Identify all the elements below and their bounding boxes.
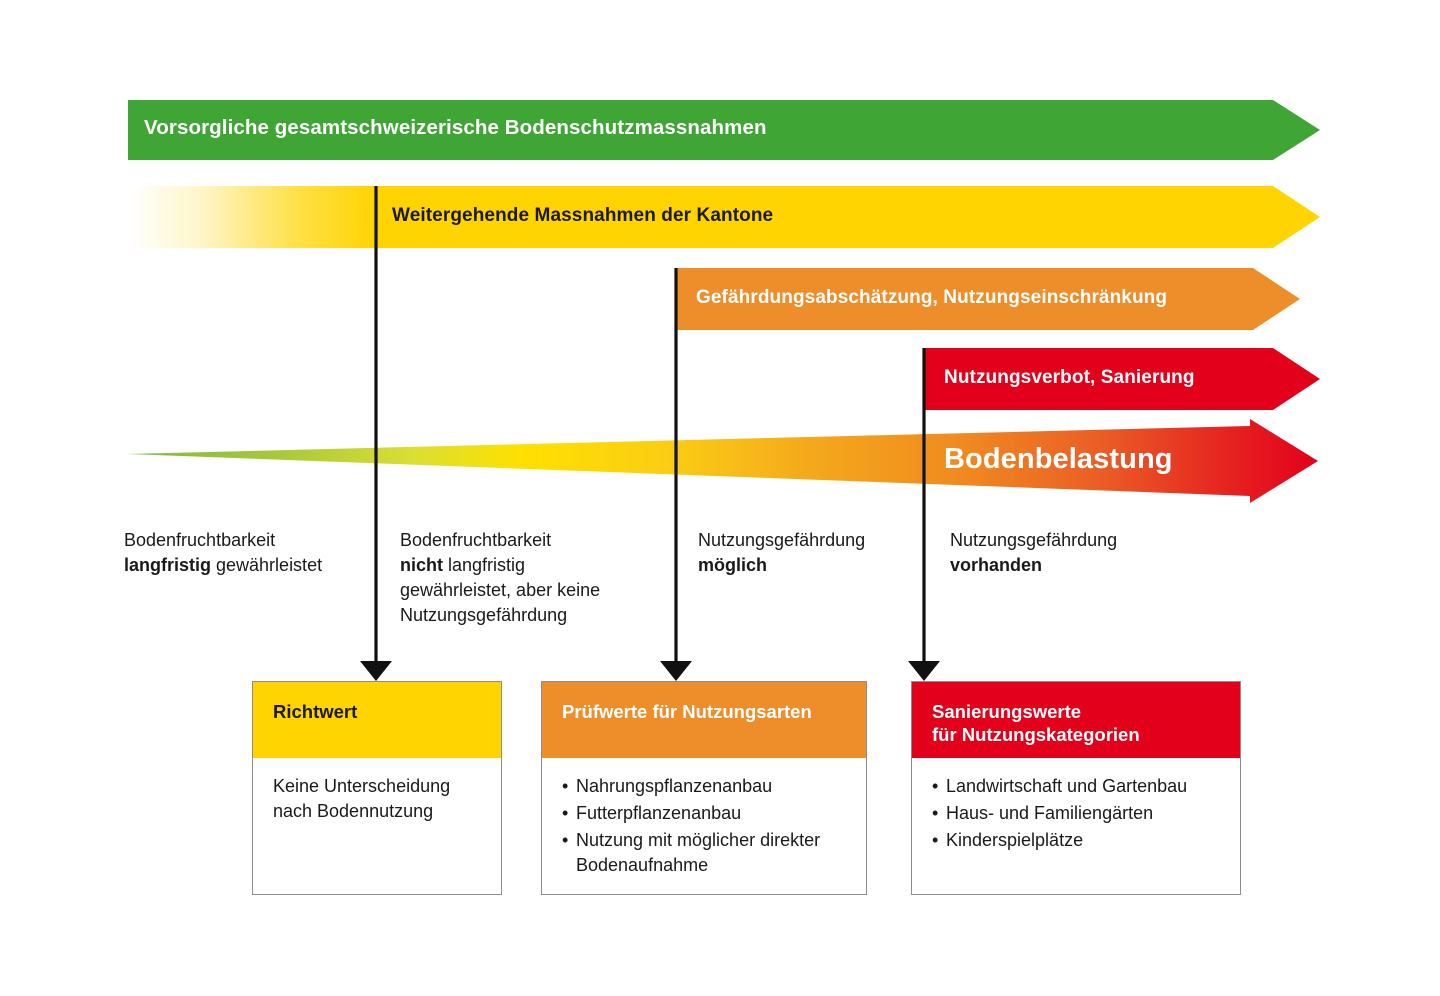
value-box-header-pruefwerte: Prüfwerte für Nutzungsarten [542,682,866,758]
caption-bold-2: nicht [400,555,443,575]
caption-rest-2: langfristig [443,555,526,575]
list-item: Kinderspielplätze [932,828,1226,853]
value-box-header-sanierungswerte: Sanierungswerte für Nutzungskategorien [912,682,1240,758]
value-box-title-pruefwerte: Prüfwerte für Nutzungsarten [562,701,812,722]
arrowhead-sanierungswert [908,661,940,681]
list-item: Nahrungspflanzenanbau [562,774,852,799]
bar-green [128,100,1320,160]
bar-label-weitergehende-massnahmen: Weitergehende Massnahmen der Kantone [392,205,774,226]
value-box-body-sanierungswerte: Landwirtschaft und Gartenbau Haus- und F… [912,758,1240,853]
value-box-list-pruefwerte: Nahrungspflanzenanbau Futterpflanzenanba… [562,774,852,878]
caption-line-2: Bodenfruchtbarkeit [400,530,552,550]
caption-bodenfruchtbarkeit-langfristig: Bodenfruchtbarkeit langfristig gewährlei… [124,528,374,578]
caption-line-4: Nutzungsgefährdung [950,530,1118,550]
caption-bold-3: möglich [698,555,768,575]
caption-nutzungsgefaehrdung-vorhanden: Nutzungsgefährdung vorhanden [950,528,1200,578]
bar-label-bodenbelastung: Bodenbelastung [944,443,1173,475]
bar-red [924,348,1320,410]
bodenbelastung-arrow [128,419,1318,503]
list-item: Landwirtschaft und Gartenbau [932,774,1226,799]
caption-line-3: Nutzungsgefährdung [698,530,866,550]
caption-tail-2: gewährleistet, aber keine Nutzungsgefähr… [400,580,601,625]
caption-nutzungsgefaehrdung-moeglich: Nutzungsgefährdung möglich [698,528,913,578]
list-item: Haus- und Familiengärten [932,801,1226,826]
bar-label-gefaehrdungsabschaetzung: Gefährdungsabschätzung, Nutzungseinschrä… [696,287,1168,308]
caption-bold-4: vorhanden [950,555,1043,575]
bar-label-nutzungsverbot-sanierung: Nutzungsverbot, Sanierung [944,367,1195,388]
value-box-body-richtwert: Keine Unterscheidung nach Bodennutzung [253,758,501,824]
caption-bodenfruchtbarkeit-nicht-langfristig: Bodenfruchtbarkeit nicht langfristig gew… [400,528,650,628]
arrowhead-richtwert [360,661,392,681]
value-box-title-richtwert: Richtwert [273,701,358,722]
bar-orange [676,268,1300,330]
caption-rest-1: gewährleistet [211,555,323,575]
bar-yellow-fade [128,186,376,248]
value-box-title2-sanierungswerte: für Nutzungskategorien [932,724,1140,745]
caption-line-1: Bodenfruchtbarkeit [124,530,276,550]
bar-yellow [376,186,1320,248]
list-item: Futterpflanzenanbau [562,801,852,826]
value-box-header-richtwert: Richtwert [253,682,501,758]
value-box-sanierungswerte: Sanierungswerte für Nutzungskategorien L… [911,681,1241,895]
value-box-list-sanierungswerte: Landwirtschaft und Gartenbau Haus- und F… [932,774,1226,853]
value-box-text-richtwert: Keine Unterscheidung nach Bodennutzung [273,776,451,821]
value-box-body-pruefwerte: Nahrungspflanzenanbau Futterpflanzenanba… [542,758,866,878]
caption-bold-1: langfristig [124,555,212,575]
value-box-pruefwerte: Prüfwerte für Nutzungsarten Nahrungspfla… [541,681,867,895]
bar-label-vorsorgliche-massnahmen: Vorsorgliche gesamtschweizerische Bodens… [144,116,767,139]
arrowhead-pruefwert [660,661,692,681]
value-box-title-sanierungswerte: Sanierungswerte [932,701,1082,722]
value-box-richtwert: Richtwert Keine Unterscheidung nach Bode… [252,681,502,895]
list-item: Nutzung mit möglicher direkter Bodenaufn… [562,828,852,878]
